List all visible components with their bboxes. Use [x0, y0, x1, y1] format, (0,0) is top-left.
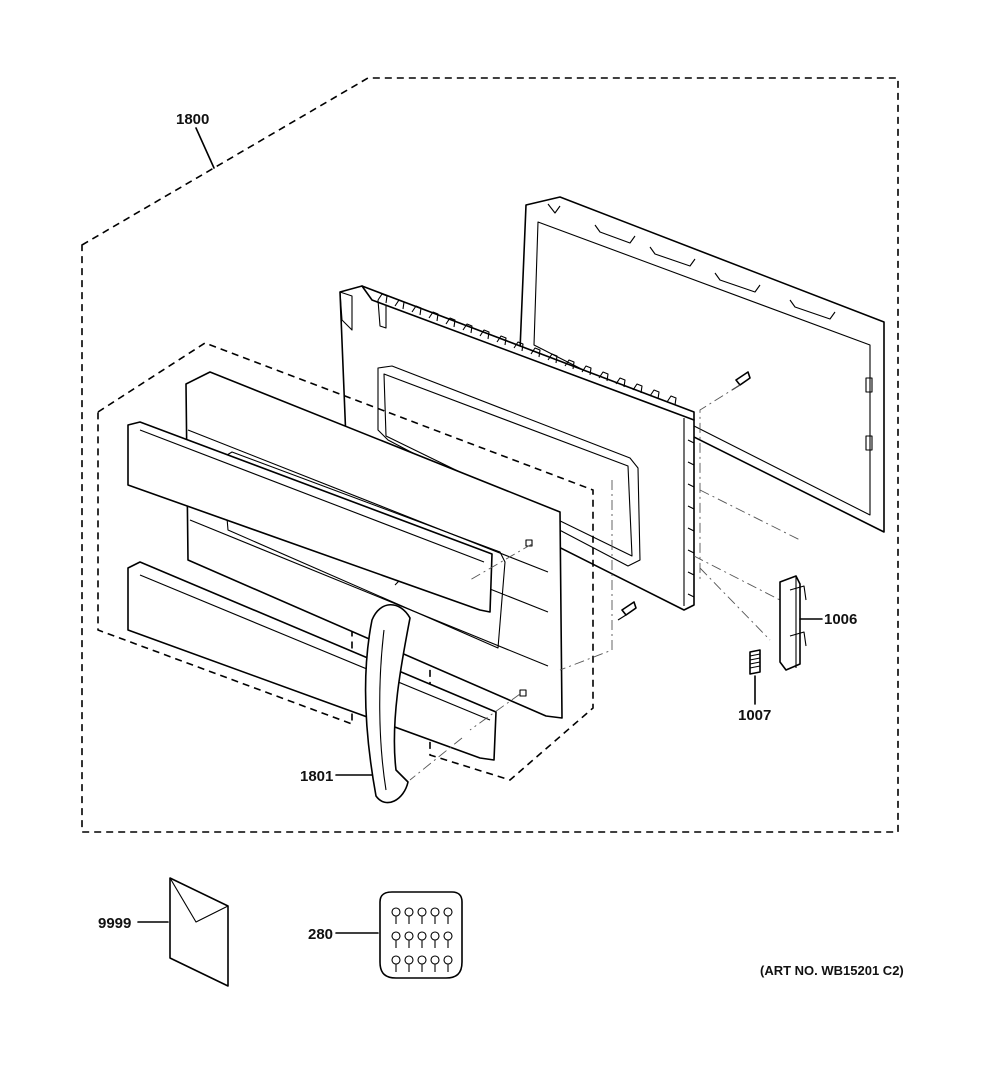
label-1801: 1801 [300, 768, 333, 785]
door-front-subassembly-boundary [97, 342, 594, 781]
assembly-boundary [81, 77, 899, 833]
literature-envelope [169, 877, 229, 987]
leader-lines [137, 127, 823, 934]
label-1007: 1007 [738, 707, 771, 724]
upper-trim-bar [127, 421, 493, 613]
hardware-kit-bag [379, 891, 463, 979]
label-280: 280 [308, 926, 333, 943]
label-1800: 1800 [176, 111, 209, 128]
art-number: (ART NO. WB15201 C2) [760, 963, 904, 978]
screw-set [391, 907, 453, 972]
lower-trim-bar [127, 561, 497, 761]
screw-lower [617, 601, 637, 621]
latch-spring [749, 649, 761, 675]
door-back-panel [519, 196, 885, 533]
door-handle [364, 603, 411, 804]
label-9999: 9999 [98, 915, 131, 932]
label-1006: 1006 [824, 611, 857, 628]
alignment-lines [409, 384, 801, 781]
door-latch [779, 575, 807, 671]
